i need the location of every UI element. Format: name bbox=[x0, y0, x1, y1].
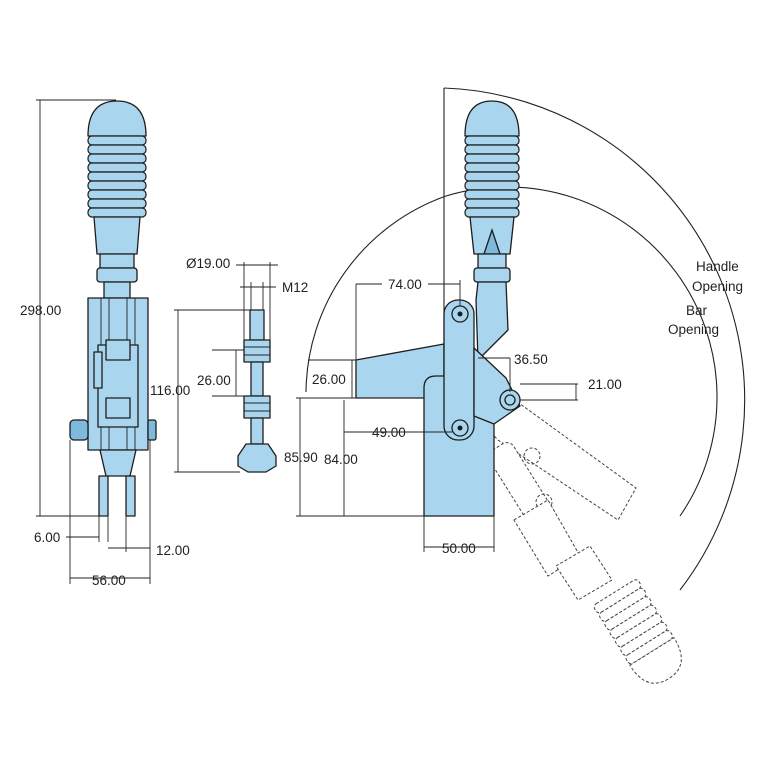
front-pin-left bbox=[69, 419, 89, 441]
side-dimensions: 74.00 36.50 21.00 26.00 49.00 85.90 84.0… bbox=[284, 259, 743, 556]
handle-opening-label-2: Opening bbox=[692, 279, 743, 294]
side-handle-neck bbox=[477, 253, 507, 269]
pivot-height-label: 21.00 bbox=[588, 377, 622, 392]
spindle-nut-top bbox=[243, 339, 271, 363]
front-spindle-tip bbox=[99, 449, 137, 477]
front-handle-knob bbox=[87, 100, 147, 137]
front-handle-collar bbox=[93, 216, 141, 255]
front-pin-gap-label: 6.00 bbox=[34, 530, 60, 545]
pivot-offset-label: 36.50 bbox=[514, 352, 548, 367]
side-handle-knob bbox=[464, 100, 520, 137]
front-nut-bottom bbox=[105, 397, 131, 419]
front-leg-right bbox=[125, 475, 136, 517]
bar-opening-label-2: Opening bbox=[668, 322, 719, 337]
spindle-thread-length-label: 26.00 bbox=[197, 373, 231, 388]
ghost-stem bbox=[513, 499, 581, 577]
side-handle-stem bbox=[475, 281, 509, 361]
front-jaw-width-label: 12.00 bbox=[156, 543, 190, 558]
spindle-thread bbox=[250, 361, 264, 397]
overall-height-label: 85.90 bbox=[284, 450, 318, 465]
front-base-width-label: 56.00 bbox=[92, 573, 126, 588]
spindle-thread-label: M12 bbox=[282, 280, 308, 295]
spindle-view bbox=[237, 309, 277, 473]
spindle-dimensions: Ø19.00 M12 116.00 26.00 bbox=[150, 256, 308, 473]
body-height-label: 84.00 bbox=[324, 452, 358, 467]
front-handle-ribs bbox=[87, 135, 147, 218]
base-offset-label: 49.00 bbox=[372, 425, 406, 440]
bar-opening-arc bbox=[305, 186, 718, 517]
handle-opening-label-1: Handle bbox=[696, 259, 739, 274]
spindle-length-label: 116.00 bbox=[150, 383, 190, 398]
front-height-label: 298.00 bbox=[20, 303, 61, 318]
bar-opening-label-1: Bar bbox=[686, 303, 708, 318]
front-leg-left bbox=[98, 475, 109, 517]
side-handle-ribs bbox=[464, 135, 520, 218]
front-dimensions: 298.00 6.00 12.00 56.00 bbox=[20, 99, 190, 588]
front-view bbox=[69, 100, 157, 517]
spindle-tip bbox=[237, 443, 277, 473]
ghost-open-position bbox=[469, 397, 682, 684]
spindle-nut-bottom bbox=[243, 395, 271, 419]
spindle-diameter-label: Ø19.00 bbox=[186, 256, 230, 271]
side-handle bbox=[464, 100, 520, 361]
spindle-shaft-top bbox=[249, 309, 265, 341]
ghost-handle-ribs bbox=[593, 579, 682, 684]
front-nut-top bbox=[105, 339, 131, 361]
spindle-shaft-bottom bbox=[250, 417, 264, 445]
arm-thickness-label: 26.00 bbox=[312, 372, 346, 387]
ghost-collar bbox=[555, 545, 613, 601]
front-handle-stem bbox=[103, 281, 131, 299]
side-handle-nut bbox=[473, 267, 511, 283]
handle-opening-arc bbox=[443, 87, 746, 591]
front-handle-neck bbox=[99, 253, 135, 269]
arm-length-label: 74.00 bbox=[388, 277, 422, 292]
front-handle-nut bbox=[96, 267, 138, 283]
front-pin-right bbox=[147, 419, 157, 441]
body-width-label: 50.00 bbox=[442, 541, 476, 556]
front-side-plate bbox=[93, 351, 103, 389]
